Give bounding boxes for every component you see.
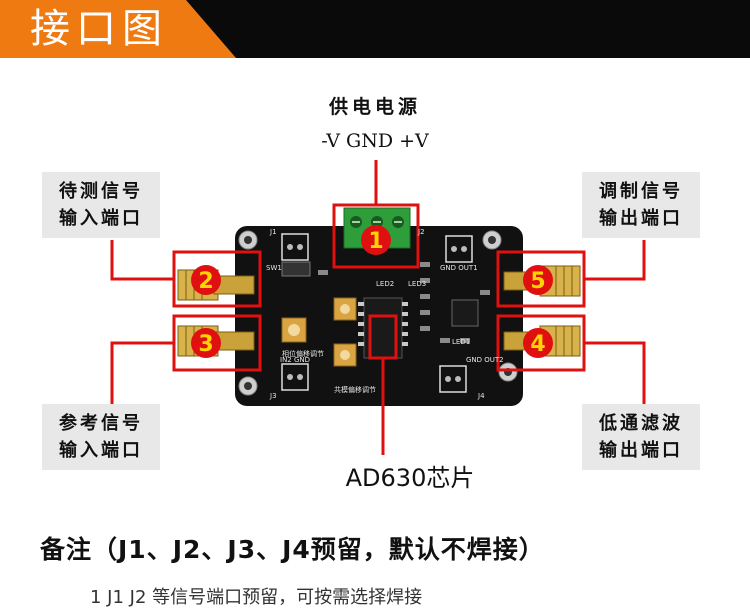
- marker-5-circle: [523, 265, 553, 295]
- chip-label: AD630芯片: [345, 464, 475, 492]
- callout-bottom-right: 低通滤波 输出端口: [582, 404, 700, 470]
- lead-port-3: [110, 341, 174, 404]
- silk-out1: GND OUT1: [440, 264, 478, 272]
- power-title: 供电电源: [328, 96, 421, 118]
- small-ic: [451, 299, 479, 327]
- silk-knob1: 相位偏移调节: [282, 349, 324, 358]
- silk-out2: GND OUT2: [466, 356, 504, 364]
- note: 备注（J1、J2、J3、J4预留，默认不焊接）: [40, 535, 545, 564]
- callout-bottom-left: 参考信号 输入端口: [42, 404, 160, 470]
- callout-bottom-right-line1: 低通滤波: [599, 413, 683, 434]
- callout-bottom-left-line2: 输入端口: [59, 440, 143, 461]
- silk-sw1: SW1: [266, 264, 282, 272]
- callout-bottom-right-line2: 输出端口: [599, 440, 683, 461]
- callout-bottom-left-line1: 参考信号: [59, 413, 143, 434]
- marker-1: 1: [368, 229, 383, 254]
- marker-3-circle: [191, 328, 221, 358]
- marker-2: 2: [198, 269, 213, 294]
- marker-4-circle: [523, 328, 553, 358]
- callout-top-left: 待测信号 输入端口: [42, 172, 160, 238]
- silk-knob2: 共模偏移调节: [334, 385, 376, 394]
- silk-j1: J1: [269, 228, 277, 236]
- callout-top-right-line1: 调制信号: [599, 181, 683, 202]
- marker-3: 3: [198, 332, 213, 357]
- callout-top-right-line2: 输出端口: [599, 208, 683, 229]
- lead-port-5: [584, 240, 646, 281]
- silk-led2: LED2: [376, 280, 394, 288]
- footprint-j2: [445, 235, 473, 263]
- silk-j3: J3: [269, 392, 277, 400]
- silk-in2: IN2 GND: [280, 356, 310, 364]
- silk-led1: LED1: [452, 338, 470, 346]
- power-pins: -V GND +V: [321, 130, 429, 152]
- lead-port-4: [584, 341, 646, 404]
- dip-switch: [281, 261, 311, 277]
- callout-top-left-line2: 输入端口: [59, 208, 143, 229]
- page-title: 接口图: [30, 6, 168, 52]
- footprint-j3: [281, 363, 309, 391]
- board-diagram: 1 2 3 4 5 J1 J2 J3 J4 GND OUT1 GND OUT2 …: [110, 160, 646, 455]
- callout-top-right: 调制信号 输出端口: [582, 172, 700, 238]
- footprint-j4: [439, 365, 467, 393]
- footprint-j1: [281, 233, 309, 261]
- marker-1-circle: [361, 225, 391, 255]
- callout-top-left-line1: 待测信号: [59, 181, 143, 202]
- marker-4: 4: [530, 332, 545, 357]
- silk-led3: LED3: [408, 280, 426, 288]
- silk-j4: J4: [477, 392, 485, 400]
- lead-port-2: [110, 240, 174, 281]
- marker-2-circle: [191, 265, 221, 295]
- silk-j2: J2: [417, 228, 425, 236]
- note-line2: 1 J1 J2 等信号端口预留，可按需选择焊接: [90, 587, 423, 608]
- marker-5: 5: [530, 269, 545, 294]
